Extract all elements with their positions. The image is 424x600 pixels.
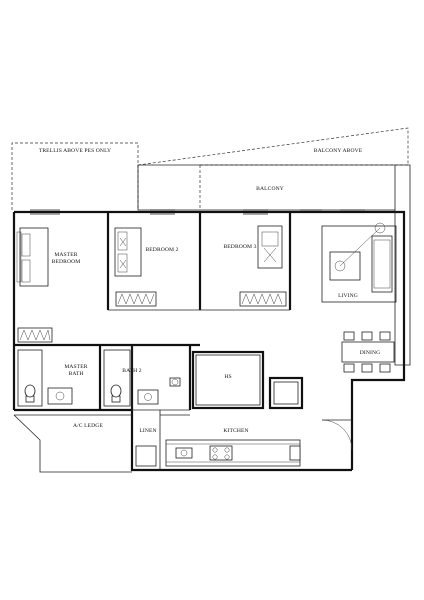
fridge — [268, 376, 304, 410]
bedroom2-bed — [114, 227, 142, 277]
master-bath-label-line2: BATH — [68, 371, 83, 377]
windows — [30, 209, 365, 215]
dining-label: DINING — [360, 350, 380, 356]
balcony-label: BALCONY — [256, 186, 284, 192]
living-room-furniture — [321, 222, 397, 303]
exterior-walls — [12, 210, 411, 473]
master-bedroom-label-line2: BEDROOM — [52, 259, 81, 265]
interior-walls — [14, 212, 292, 470]
linen-cabinet — [135, 445, 157, 467]
bedroom2-wardrobe — [115, 291, 157, 307]
balcony-above-label: BALCONY ABOVE — [314, 148, 363, 154]
master-bedroom-bed — [16, 227, 49, 287]
bedroom3-bed — [257, 225, 283, 269]
master-bath-fixtures — [17, 349, 73, 407]
bedroom3-wardrobe — [239, 291, 287, 307]
bath2-label: BATH 2 — [122, 368, 142, 374]
ac-ledge-label: A/C LEDGE — [73, 423, 103, 429]
kitchen-label: KITCHEN — [223, 428, 248, 434]
trellis-label: TRELLIS ABOVE PES ONLY — [39, 148, 111, 154]
balcony-above-outline — [137, 127, 409, 210]
living-label: LIVING — [338, 293, 358, 299]
master-wardrobe — [17, 327, 53, 343]
bath2-fixtures — [103, 349, 181, 407]
bedroom3-label: BEDROOM 3 — [223, 244, 256, 250]
dining-set — [341, 331, 395, 373]
kitchen-counter — [165, 439, 301, 467]
master-bath-label-line1: MASTER — [64, 364, 87, 370]
main-door — [321, 419, 353, 451]
household-shelter — [191, 350, 265, 410]
master-bedroom-label-line1: MASTER — [54, 252, 77, 258]
bedroom2-label: BEDROOM 2 — [145, 247, 178, 253]
hs-label: HS — [224, 374, 231, 380]
linen-label: LINEN — [139, 428, 156, 434]
